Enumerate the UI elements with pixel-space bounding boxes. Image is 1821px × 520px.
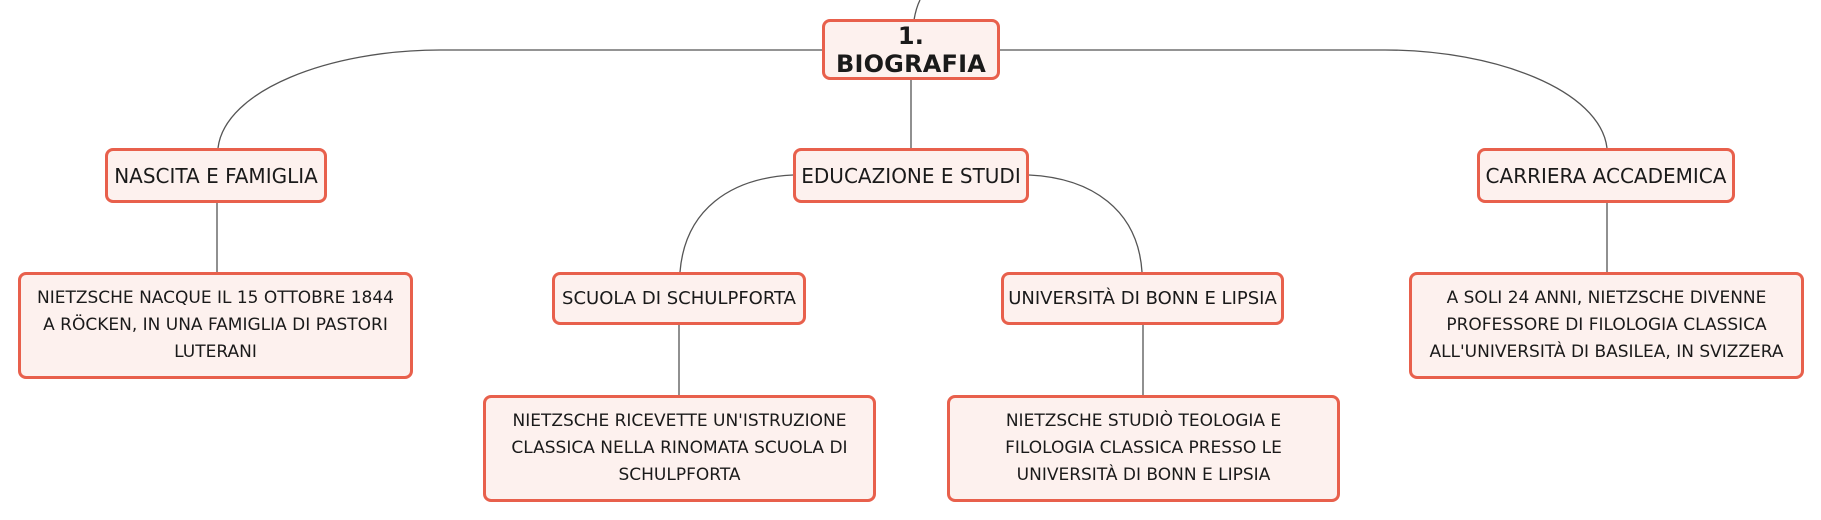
connector-educazione-bonn: [1028, 174, 1143, 273]
node-schulpforta-detail[interactable]: NIETZSCHE RICEVETTE UN'ISTRUZIONE CLASSI…: [483, 395, 876, 502]
node-schulpforta-label: SCUOLA DI SCHULPFORTA: [562, 288, 796, 309]
node-educazione-label: EDUCAZIONE E STUDI: [801, 163, 1021, 188]
node-biografia-label: 1. BIOGRAFIA: [835, 21, 987, 78]
node-bonn-detail[interactable]: NIETZSCHE STUDIÒ TEOLOGIA E FILOLOGIA CL…: [947, 395, 1340, 502]
connector-root-nascita: [217, 49, 822, 149]
connector-educazione-schulpforta: [679, 174, 794, 273]
connector-root-parent: [913, 0, 921, 21]
node-educazione-e-studi[interactable]: EDUCAZIONE E STUDI: [793, 148, 1029, 203]
node-biografia[interactable]: 1. BIOGRAFIA: [822, 19, 1000, 80]
node-nascita-label: NASCITA E FAMIGLIA: [114, 163, 318, 188]
node-nascita-e-famiglia[interactable]: NASCITA E FAMIGLIA: [105, 148, 327, 203]
node-carriera-accademica[interactable]: CARRIERA ACCADEMICA: [1477, 148, 1735, 203]
node-carriera-detail[interactable]: A SOLI 24 ANNI, NIETZSCHE DIVENNE PROFES…: [1409, 272, 1804, 379]
node-schulpforta-detail-label: NIETZSCHE RICEVETTE UN'ISTRUZIONE CLASSI…: [511, 411, 848, 485]
node-nascita-detail-label: NIETZSCHE NACQUE IL 15 OTTOBRE 1844 A RÖ…: [36, 288, 395, 362]
connector-root-carriera: [1000, 49, 1608, 149]
node-carriera-label: CARRIERA ACCADEMICA: [1485, 163, 1727, 188]
node-scuola-di-schulpforta[interactable]: SCUOLA DI SCHULPFORTA: [552, 272, 806, 325]
node-bonn-label: UNIVERSITÀ DI BONN E LIPSIA: [1008, 288, 1277, 309]
node-bonn-detail-label: NIETZSCHE STUDIÒ TEOLOGIA E FILOLOGIA CL…: [1005, 411, 1282, 485]
node-carriera-detail-label: A SOLI 24 ANNI, NIETZSCHE DIVENNE PROFES…: [1429, 288, 1784, 362]
node-nascita-detail[interactable]: NIETZSCHE NACQUE IL 15 OTTOBRE 1844 A RÖ…: [18, 272, 413, 379]
node-universita-di-bonn-e-lipsia[interactable]: UNIVERSITÀ DI BONN E LIPSIA: [1001, 272, 1284, 325]
